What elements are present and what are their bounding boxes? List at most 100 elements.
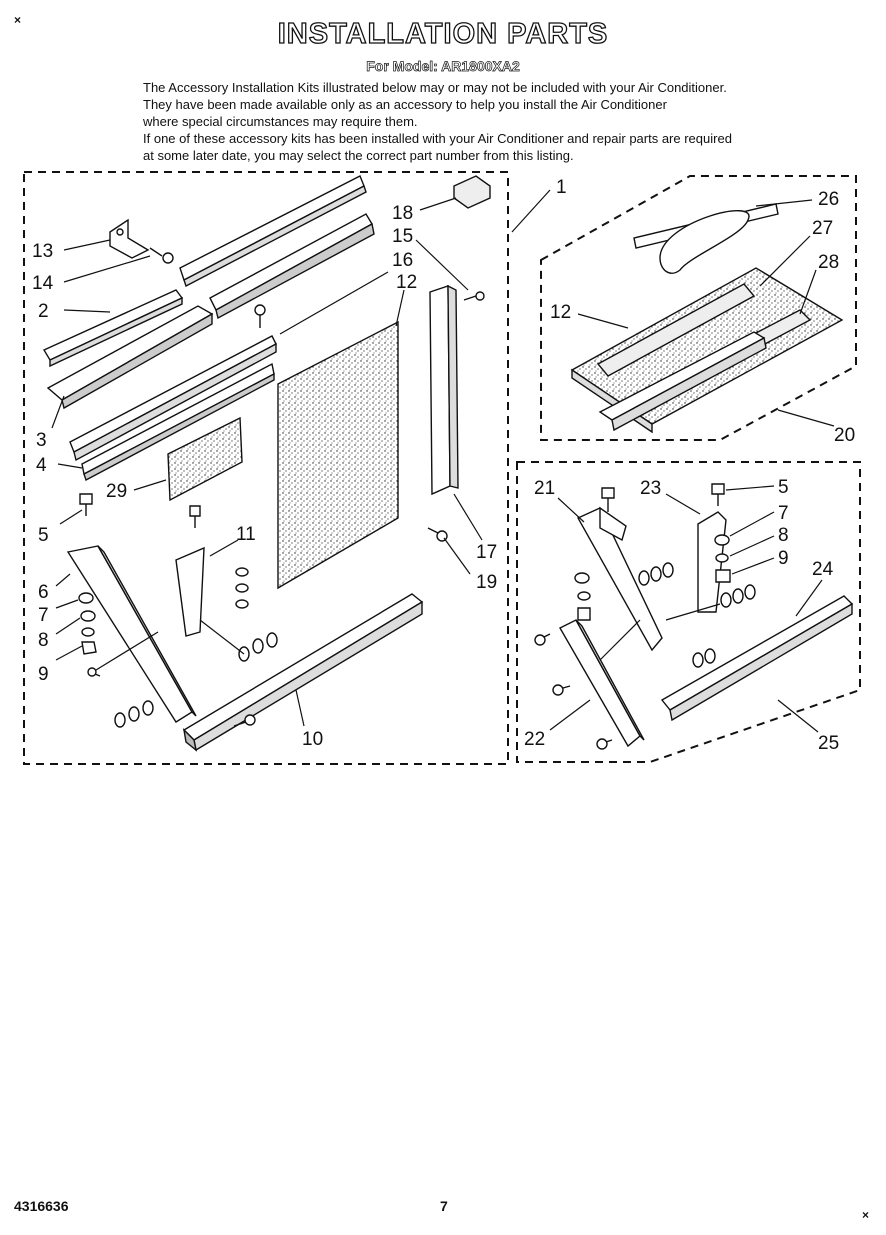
leader-line (209, 539, 239, 557)
callout-19: 19 (476, 572, 497, 593)
leader-line (795, 579, 823, 617)
leader-line (665, 493, 701, 515)
nut-part (577, 607, 591, 621)
screw-part (534, 633, 551, 646)
nut-part (81, 641, 97, 655)
foam-panel-part (277, 320, 399, 590)
leader-line (777, 699, 819, 733)
document-number: 4316636 (14, 1198, 69, 1214)
leader-line (63, 239, 111, 251)
sill-bar-part (182, 593, 424, 741)
left-kit-boundary (23, 171, 509, 765)
callout-17: 17 (476, 542, 497, 563)
model-subtitle: For Model: AR1800XA2 (366, 58, 520, 75)
washer-part (574, 572, 590, 584)
washer-part (78, 592, 94, 604)
leader-line (511, 189, 551, 233)
washer-part (235, 567, 249, 577)
leader-line (295, 689, 305, 727)
callout-23: 23 (640, 478, 661, 499)
leader-line (55, 599, 79, 609)
washer-stack (238, 632, 278, 662)
washer-part (80, 610, 96, 622)
leader-line (51, 395, 65, 429)
callout-3: 3 (36, 430, 47, 451)
washer-part (715, 553, 729, 563)
window-kit-boundary (540, 175, 857, 441)
callout-10: 10 (302, 729, 323, 750)
leader-line (755, 199, 813, 207)
channel-side (61, 312, 213, 410)
bolt-part (189, 505, 201, 528)
leader-line (133, 479, 167, 491)
leader-line (665, 603, 721, 621)
screw-part (463, 291, 485, 301)
screw-part (233, 714, 256, 727)
foam-channel-part (596, 283, 756, 377)
leader-line (549, 699, 591, 731)
lock-washer-part (81, 627, 95, 637)
page-title: INSTALLATION PARTS (277, 17, 609, 50)
leader-line (759, 235, 811, 287)
callouts-top-right: 1 26 27 28 12 20 (550, 177, 855, 446)
leader-line (55, 573, 71, 587)
leader-line (799, 269, 817, 315)
leader-line (577, 313, 629, 329)
callout-7: 7 (778, 503, 789, 524)
washer-part (235, 583, 249, 593)
leader-line (415, 239, 469, 291)
leader-line (557, 497, 585, 523)
callout-24: 24 (812, 559, 834, 580)
callout-18: 18 (392, 203, 413, 224)
callout-1: 1 (556, 177, 567, 198)
leader-line (199, 619, 245, 655)
callout-6: 6 (38, 582, 49, 603)
callout-9: 9 (38, 664, 49, 685)
callout-15: 15 (392, 226, 413, 247)
leader-line (599, 619, 641, 661)
bolt-part (79, 493, 93, 516)
sill-bar-side (193, 600, 423, 752)
leader-line (443, 537, 471, 575)
long-angle-side (73, 342, 277, 462)
callout-5: 5 (38, 525, 49, 546)
top-rail-shadow (183, 184, 367, 288)
screw-part (552, 684, 571, 696)
leader-line (63, 309, 111, 313)
washer-stack (692, 648, 716, 668)
intro-line: They have been made available only as an… (143, 97, 667, 112)
callout-13: 13 (32, 241, 53, 262)
foam-block-part (453, 175, 491, 209)
callout-25: 25 (818, 733, 839, 754)
washer-part (235, 599, 249, 609)
window-angle-side (611, 336, 767, 432)
callout-8: 8 (778, 525, 789, 546)
leader-line (395, 289, 405, 327)
washer-part (577, 591, 591, 601)
foam-strip-part (167, 416, 243, 502)
callouts-left: 13 14 2 3 4 29 5 6 7 8 9 18 15 16 12 11 … (32, 203, 497, 750)
leader-line (725, 485, 775, 491)
callout-8: 8 (38, 630, 49, 651)
callouts-bottom-right: 21 23 5 7 8 9 24 22 25 (524, 477, 839, 754)
callout-20: 20 (834, 425, 855, 446)
screw-part (87, 667, 101, 677)
callout-14: 14 (32, 273, 54, 294)
callout-28: 28 (818, 252, 839, 273)
nut-part (715, 569, 731, 583)
bolt-part (601, 487, 615, 512)
callout-22: 22 (524, 729, 545, 750)
callout-5: 5 (778, 477, 789, 498)
callout-9: 9 (778, 548, 789, 569)
leader-line (63, 255, 151, 283)
callout-2: 2 (38, 301, 49, 322)
lower-support-arm-part (559, 619, 641, 748)
bolt-part (711, 483, 725, 506)
washer-stack (114, 700, 154, 728)
bottom-channel-side (83, 372, 275, 482)
callout-29: 29 (106, 481, 127, 502)
leader-line (731, 557, 775, 575)
callout-26: 26 (818, 189, 839, 210)
bracket-hole (116, 228, 124, 236)
